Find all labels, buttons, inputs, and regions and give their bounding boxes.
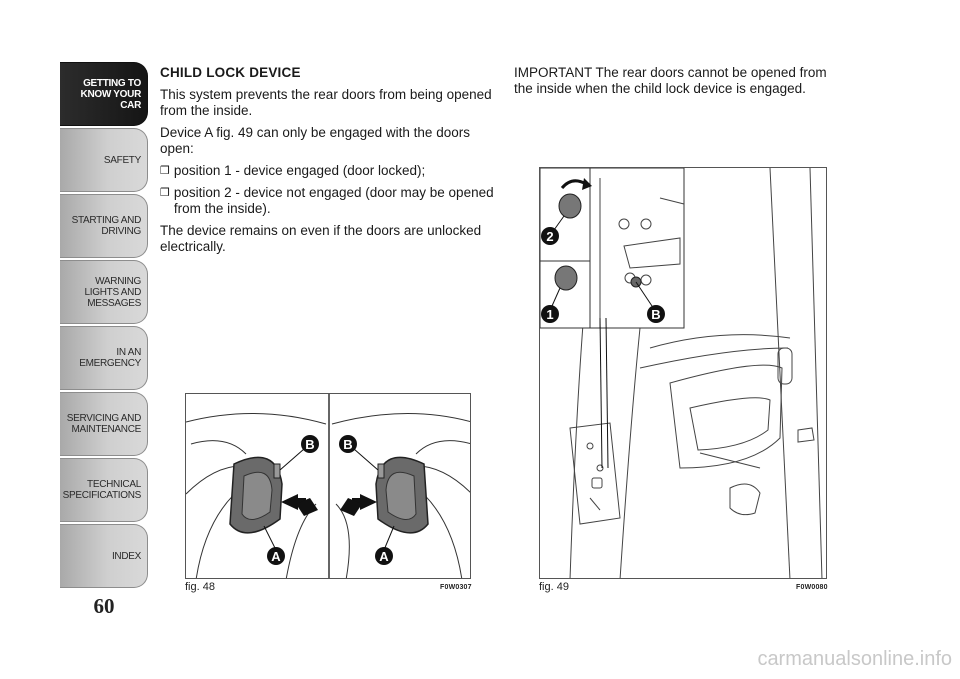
figure-49-illustration: 2 1 B — [539, 167, 827, 579]
svg-text:B: B — [305, 437, 314, 452]
svg-text:1: 1 — [546, 307, 553, 322]
label-marker: B — [339, 435, 357, 453]
watermark: carmanualsonline.info — [757, 648, 952, 670]
closing-paragraph: The device remains on even if the doors … — [160, 223, 482, 254]
svg-text:A: A — [379, 549, 389, 564]
right-door-handle — [375, 456, 429, 534]
bullet-item: ❒ position 1 - device engaged (door lock… — [160, 163, 426, 178]
door-child-lock-drawing: 2 1 B — [540, 168, 823, 578]
figure-48-illustration: B B A A — [185, 393, 471, 579]
push-arrows — [281, 494, 377, 516]
section-heading: CHILD LOCK DEVICE — [160, 65, 301, 80]
tab-in-an-emergency[interactable]: IN AN EMERGENCY — [60, 326, 148, 390]
tab-safety[interactable]: SAFETY — [60, 128, 148, 192]
figure-49-caption: fig. 49 — [539, 581, 569, 593]
tab-starting-and-driving[interactable]: STARTING AND DRIVING — [60, 194, 148, 258]
tab-technical-specifications[interactable]: TECHNICAL SPECIFICATIONS — [60, 458, 148, 522]
left-door-handle — [229, 456, 283, 534]
device-paragraph: Device A fig. 49 can only be engaged wit… — [160, 125, 470, 156]
checkbox-bullet-icon: ❒ — [160, 186, 170, 199]
important-note: IMPORTANT The rear doors cannot be opene… — [514, 65, 827, 96]
label-marker: 2 — [541, 227, 559, 245]
label-marker: B — [301, 435, 319, 453]
page-number: 60 — [93, 594, 115, 618]
intro-paragraph: This system prevents the rear doors from… — [160, 87, 492, 118]
tab-servicing-and-maintenance[interactable]: SERVICING AND MAINTENANCE — [60, 392, 148, 456]
label-marker: 1 — [541, 305, 559, 323]
checkbox-bullet-icon: ❒ — [160, 164, 170, 177]
label-marker: A — [375, 547, 393, 565]
label-marker: A — [267, 547, 285, 565]
right-text-column: IMPORTANT The rear doors cannot be opene… — [514, 65, 844, 103]
child-lock-handles-drawing: B B A A — [186, 394, 470, 578]
tab-index[interactable]: INDEX — [60, 524, 148, 588]
svg-text:B: B — [343, 437, 352, 452]
svg-text:B: B — [651, 307, 660, 322]
figure-48-code: F0W0307 — [440, 584, 472, 591]
lock-knob-position-2 — [558, 178, 592, 219]
svg-text:2: 2 — [546, 229, 553, 244]
bullet-item: ❒ position 2 - device not engaged (door … — [160, 185, 494, 216]
lock-knob-position-1 — [554, 265, 578, 291]
label-marker: B — [647, 305, 665, 323]
figure-48-caption: fig. 48 — [185, 581, 215, 593]
tab-warning-lights-and-messages[interactable]: WARNING LIGHTS AND MESSAGES — [60, 260, 148, 324]
left-text-column: CHILD LOCK DEVICE This system prevents t… — [160, 65, 495, 261]
tab-getting-to-know-your-car[interactable]: GETTING TO KNOW YOUR CAR — [60, 62, 148, 126]
figure-49-code: F0W0080 — [796, 584, 828, 591]
svg-text:A: A — [271, 549, 281, 564]
